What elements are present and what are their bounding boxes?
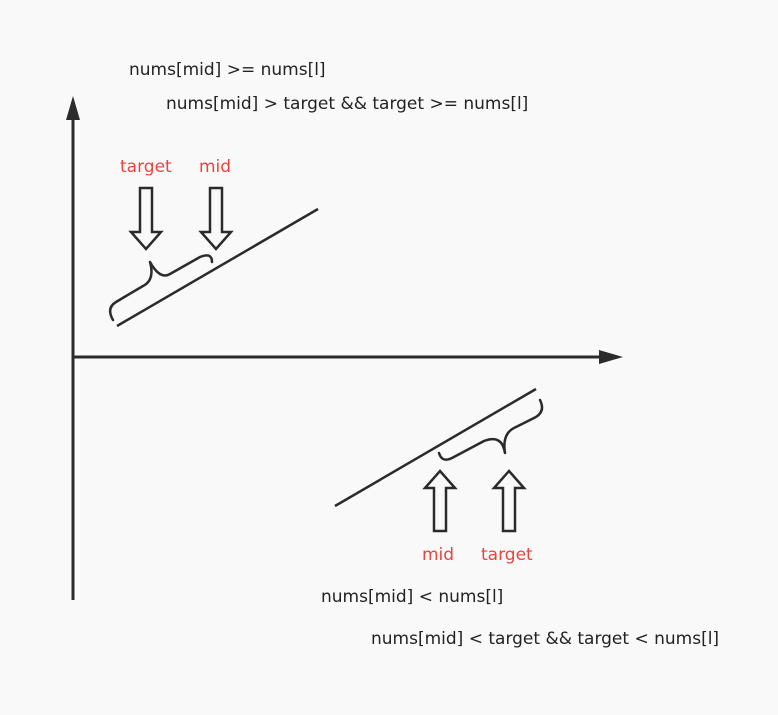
bottom-target-label: target xyxy=(481,545,533,565)
top-target-down-arrow xyxy=(128,186,164,251)
top-ascending-line xyxy=(116,207,319,328)
x-axis-arrowhead xyxy=(599,350,623,364)
top-mid-down-arrow xyxy=(198,186,234,251)
bottom-brace xyxy=(437,398,544,461)
bottom-ascending-line xyxy=(334,387,537,508)
y-axis-arrowhead xyxy=(66,96,80,120)
top-sub-condition-text: nums[mid] > target && target >= nums[l] xyxy=(166,94,529,114)
top-brace xyxy=(108,254,214,322)
top-condition-text: nums[mid] >= nums[l] xyxy=(129,60,326,80)
top-target-label: target xyxy=(120,157,172,177)
top-mid-label: mid xyxy=(199,157,232,177)
bottom-sub-condition-text: nums[mid] < target && target < nums[l] xyxy=(371,629,720,649)
bottom-condition-text: nums[mid] < nums[l] xyxy=(321,587,504,607)
bottom-mid-up-arrow xyxy=(422,469,458,533)
bottom-mid-label: mid xyxy=(422,545,455,565)
bottom-target-up-arrow xyxy=(491,469,527,533)
